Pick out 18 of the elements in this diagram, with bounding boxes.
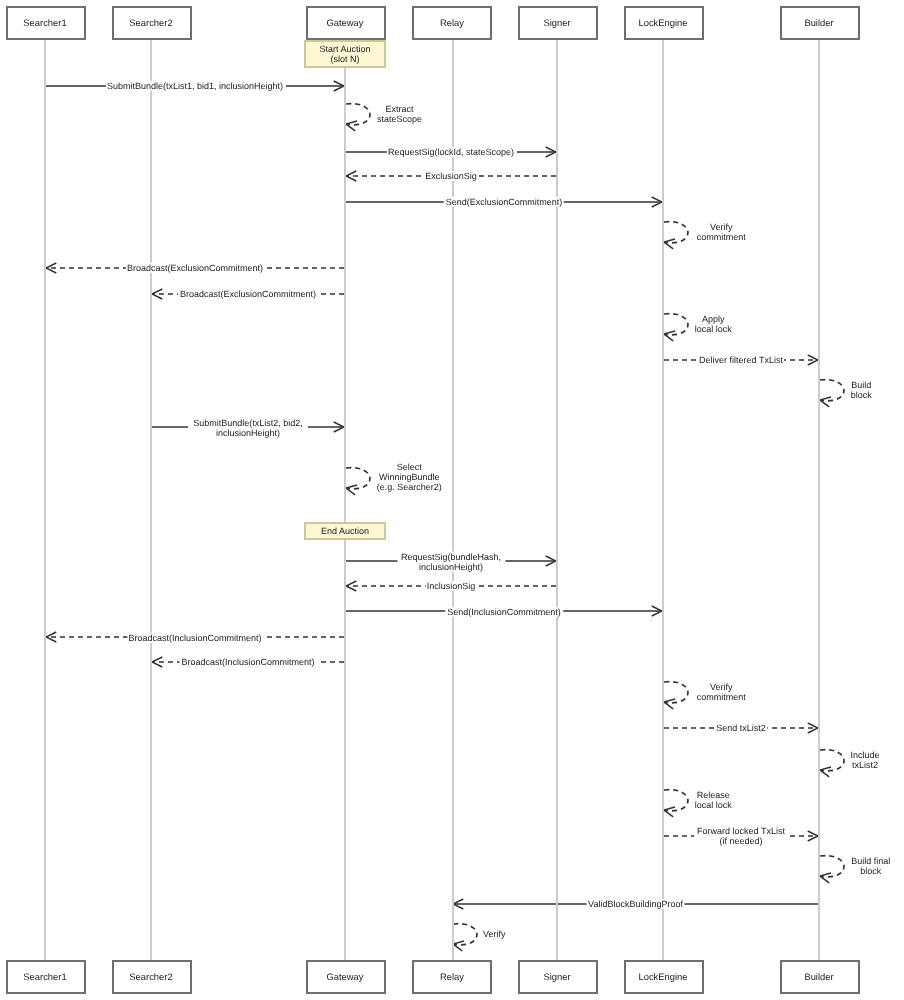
self-message-arrow bbox=[663, 788, 689, 817]
self-message-arrow bbox=[663, 312, 689, 341]
self-message-arrow bbox=[663, 220, 689, 249]
lifeline bbox=[662, 40, 664, 960]
self-message-arrow bbox=[663, 680, 689, 709]
lifeline bbox=[344, 540, 346, 960]
lifeline bbox=[556, 40, 558, 960]
lifeline bbox=[44, 40, 46, 960]
self-message-arrow bbox=[345, 102, 371, 131]
self-message-arrow bbox=[819, 378, 845, 407]
lifeline bbox=[150, 40, 152, 960]
self-message-arrow bbox=[819, 748, 845, 777]
lifeline bbox=[344, 68, 346, 522]
lifeline bbox=[818, 40, 820, 960]
self-message-arrow bbox=[819, 854, 845, 883]
self-message-arrow bbox=[345, 466, 371, 495]
self-message-arrow bbox=[452, 922, 478, 951]
lifeline bbox=[451, 40, 453, 960]
